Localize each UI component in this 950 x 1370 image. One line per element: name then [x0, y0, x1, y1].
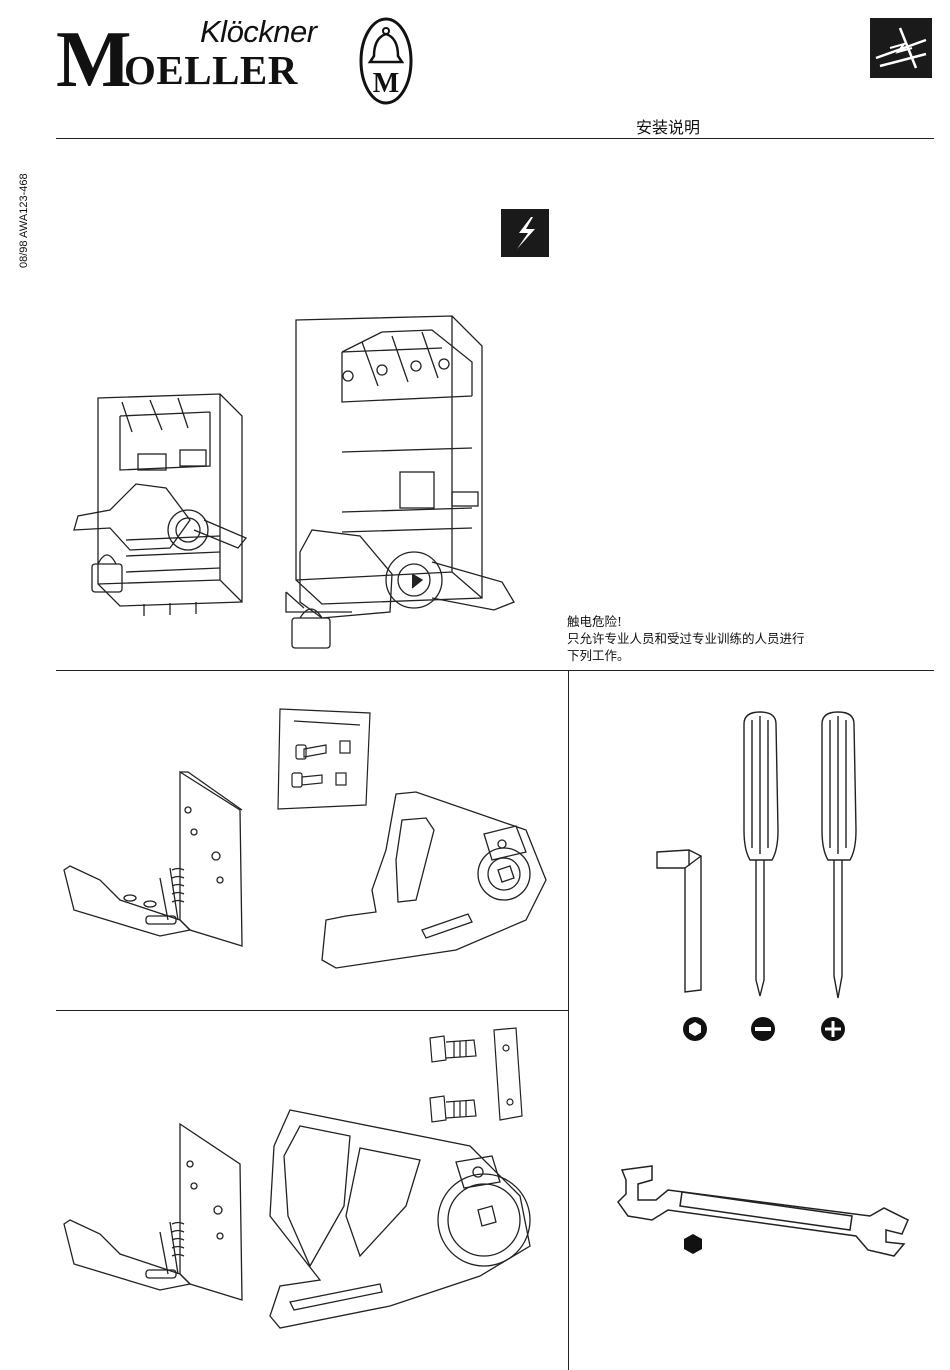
- lightning-corner-logo-icon: [870, 18, 932, 78]
- electric-shock-warning: 触电危险! 只允许专业人员和受过专业训练的人员进行 下列工作。: [567, 613, 805, 664]
- interlock-plate-illustration: [316, 790, 556, 980]
- circuit-breaker-small-illustration: [70, 380, 260, 620]
- section-rule-middle: [56, 1010, 569, 1011]
- circuit-breaker-large-illustration: [282, 312, 522, 652]
- document-title: 安装说明: [636, 114, 700, 138]
- warning-line-1: 触电危险!: [567, 613, 805, 630]
- header-rule: [56, 138, 934, 139]
- cross-screwdriver-icon: [820, 1016, 846, 1042]
- bolt-illustration-top: [424, 1030, 484, 1070]
- section-divider: [568, 670, 569, 1370]
- hex-key-illustration: [655, 848, 705, 996]
- warning-line-3: 下列工作。: [567, 647, 805, 664]
- bell-emblem-icon: M: [358, 16, 414, 106]
- slotted-screwdriver-illustration: [736, 710, 786, 1000]
- cross-screwdriver-illustration: [814, 710, 864, 1000]
- hex-socket-icon: [682, 1016, 708, 1042]
- brand-name-top: Klöckner: [200, 14, 317, 50]
- svg-text:M: M: [373, 68, 399, 99]
- interlock-plate-large-illustration: [260, 1106, 550, 1336]
- document-code: 08/98 AWA123-468: [18, 148, 30, 268]
- warning-line-2: 只允许专业人员和受过专业训练的人员进行: [567, 630, 805, 647]
- brand-initial: M: [56, 20, 132, 100]
- mounting-bracket-illustration: [60, 770, 250, 955]
- slotted-screwdriver-icon: [750, 1016, 776, 1042]
- section-rule-top: [56, 670, 934, 671]
- mounting-bracket-large-illustration: [60, 1120, 250, 1310]
- hex-nut-icon: [682, 1233, 704, 1255]
- brand-name-rest: OELLER: [124, 48, 298, 92]
- lightning-warning-icon: [501, 209, 549, 257]
- open-end-wrench-illustration: [612, 1160, 914, 1260]
